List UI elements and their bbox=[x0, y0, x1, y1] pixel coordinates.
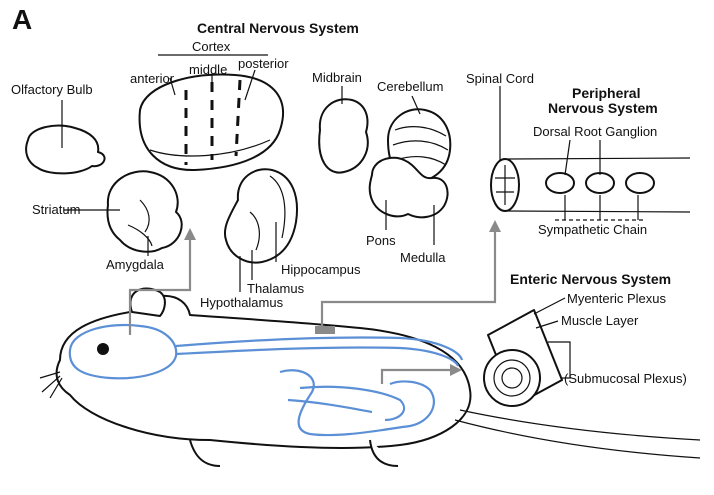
label-striatum: Striatum bbox=[32, 203, 80, 216]
label-muscle-layer: Muscle Layer bbox=[561, 314, 638, 327]
label-dorsal-root-ganglion: Dorsal Root Ganglion bbox=[533, 125, 657, 138]
label-amygdala: Amygdala bbox=[106, 258, 164, 271]
label-hippocampus: Hippocampus bbox=[281, 263, 361, 276]
label-pons: Pons bbox=[366, 234, 396, 247]
gut-cross-section-shape bbox=[484, 298, 570, 406]
arrow-to-spinal-cord bbox=[315, 220, 501, 334]
pns-heading-line1: Peripheral bbox=[572, 86, 640, 101]
label-spinal-cord: Spinal Cord bbox=[466, 72, 534, 85]
label-submucosal-plexus: (Submucosal Plexus) bbox=[564, 372, 687, 385]
label-anterior: anterior bbox=[130, 72, 174, 85]
dorsal-root-ganglia bbox=[546, 173, 654, 193]
cerebellum-brainstem-shape bbox=[370, 96, 451, 245]
mouse-eye bbox=[97, 343, 109, 355]
panel-letter: A bbox=[12, 6, 32, 34]
label-myenteric-plexus: Myenteric Plexus bbox=[567, 292, 666, 305]
label-middle: middle bbox=[189, 63, 227, 76]
striatum-amygdala-shape bbox=[64, 171, 182, 256]
pns-heading-line2: Nervous System bbox=[548, 101, 658, 116]
label-cortex: Cortex bbox=[192, 40, 230, 53]
label-thalamus: Thalamus bbox=[247, 282, 304, 295]
cns-heading: Central Nervous System bbox=[197, 21, 359, 36]
olfactory-bulb-shape bbox=[26, 100, 104, 173]
label-posterior: posterior bbox=[238, 57, 289, 70]
midbrain-shape bbox=[319, 86, 368, 173]
label-cerebellum: Cerebellum bbox=[377, 80, 443, 93]
label-sympathetic-chain: Sympathetic Chain bbox=[538, 223, 647, 236]
label-medulla: Medulla bbox=[400, 251, 446, 264]
label-midbrain: Midbrain bbox=[312, 71, 362, 84]
label-olfactory-bulb: Olfactory Bulb bbox=[11, 83, 93, 96]
ens-heading: Enteric Nervous System bbox=[510, 272, 671, 287]
label-hypothalamus: Hypothalamus bbox=[200, 296, 283, 309]
